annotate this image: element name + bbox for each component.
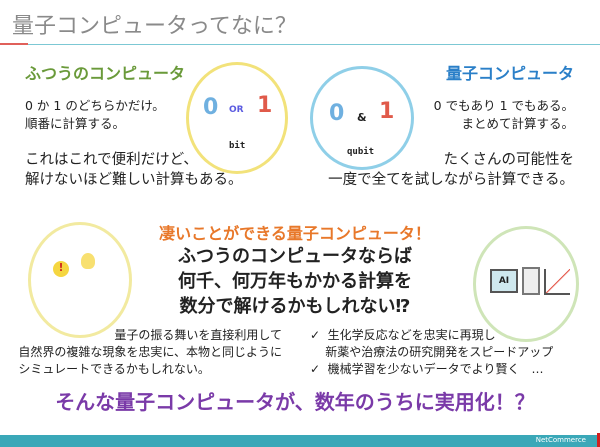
- list-item: ✓ 機械学習を少ないデータでより賢く …: [310, 362, 544, 376]
- lightbulb-icon: [81, 253, 95, 269]
- list-item: ✓ 生化学反応などを忠実に再現し: [310, 328, 496, 342]
- exclamation-bubble-icon: !: [53, 261, 69, 277]
- applications-list: ✓ 生化学反応などを忠実に再現し 新薬や治療法の研究開発をスピードアップ ✓ 機械…: [310, 327, 553, 378]
- amazing-claim: ふつうのコンピュータならば何千、何万年もかかる計算を数分で解けるかもしれない⁉: [178, 246, 412, 317]
- ai-illustration: AI: [473, 226, 579, 342]
- idea-illustration: !: [28, 222, 132, 338]
- quantum-heading: 量子コンピュータ: [445, 64, 574, 83]
- ai-monitor-icon: AI: [490, 269, 518, 293]
- conclusion: そんな量子コンピュータが、数年のうちに実用化！？: [55, 390, 535, 414]
- list-item: 新薬や治療法の研究開発をスピードアップ: [310, 345, 554, 359]
- quantum-text-2: たくさんの可能性を一度で全てを試しながら計算できる。: [328, 152, 574, 188]
- footer-bar: [0, 435, 600, 447]
- amazing-heading: 凄いことができる量子コンピュータ！: [159, 224, 431, 243]
- classical-text-2: これはこれで便利だけど、解けないほど難しい計算もある。: [25, 152, 243, 188]
- classical-text-1: 0 か 1 のどちらかだけ。順番に計算する。: [25, 98, 165, 131]
- clipboard-icon: [522, 267, 540, 295]
- bit-illustration: 0 OR 1 bit: [186, 62, 288, 174]
- title-underline: [28, 44, 600, 45]
- quantum-text-1: 0 でもあり 1 でもある。まとめて計算する。: [433, 98, 574, 131]
- slide-title: 量子コンピュータってなに？: [12, 14, 297, 39]
- company-logo: NetCommerce: [535, 436, 586, 444]
- classical-heading: ふつうのコンピュータ: [25, 64, 186, 83]
- simulation-text: 量子の振る舞いを直接利用して自然界の複雑な現象を忠実に、本物と同じようにシミュレ…: [18, 328, 282, 376]
- title-underline-accent: [0, 43, 28, 45]
- growth-chart-icon: [544, 269, 570, 295]
- footer-accent: [597, 433, 600, 447]
- qubit-illustration: 0 & 1 qubit: [310, 66, 414, 170]
